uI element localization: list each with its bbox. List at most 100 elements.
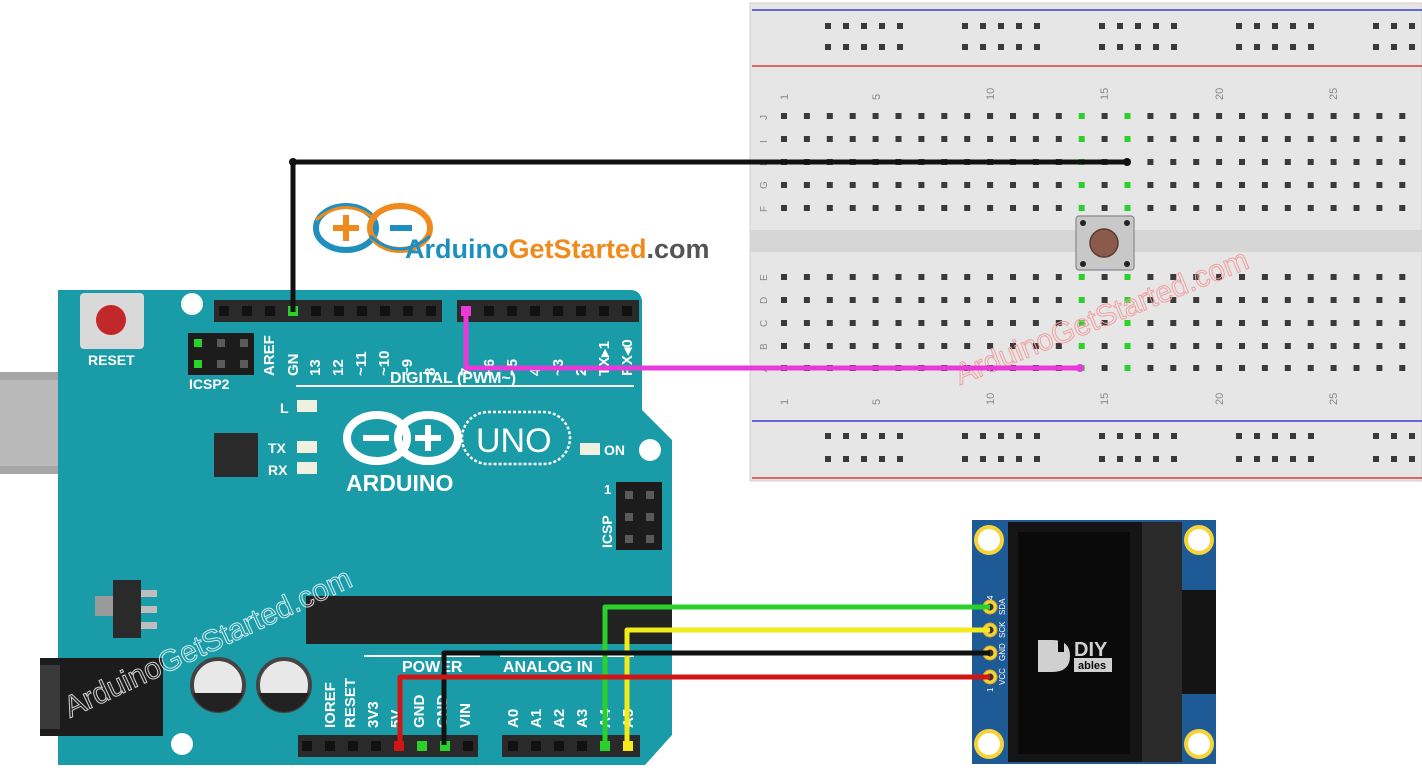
breadboard-hole xyxy=(1078,274,1085,280)
power-header-hole[interactable] xyxy=(394,741,404,751)
breadboard-hole xyxy=(1101,274,1108,280)
breadboard-hole xyxy=(826,113,833,119)
breadboard-hole xyxy=(1307,136,1314,142)
rail-hole xyxy=(980,44,986,50)
breadboard-hole xyxy=(1376,182,1383,188)
breadboard-hole xyxy=(987,205,994,211)
analog-header-hole[interactable] xyxy=(600,741,610,751)
breadboard-hole xyxy=(918,205,925,211)
breadboard-hole xyxy=(1010,182,1016,188)
digital-header-hole[interactable] xyxy=(380,306,390,316)
digital-header-hole[interactable] xyxy=(530,306,540,316)
rail-hole xyxy=(1117,23,1123,29)
breadboard-hole xyxy=(1055,113,1062,119)
breadboard-hole xyxy=(1239,343,1245,349)
digital-header-hole[interactable] xyxy=(311,306,321,316)
breadboard-hole xyxy=(918,343,925,349)
rail-hole xyxy=(1290,44,1296,50)
breadboard-hole xyxy=(895,205,902,211)
rail-hole xyxy=(1272,456,1278,462)
analog-header-hole[interactable] xyxy=(623,741,633,751)
breadboard-hole xyxy=(1216,320,1223,326)
icsp-pin xyxy=(646,535,654,543)
breadboard-hole xyxy=(1078,182,1085,188)
digital-header-hole[interactable] xyxy=(599,306,609,316)
breadboard-hole xyxy=(1032,113,1039,119)
breadboard-hole xyxy=(849,113,856,119)
breadboard-hole xyxy=(1284,182,1291,188)
rail-hole xyxy=(843,433,849,439)
rail-hole xyxy=(897,456,903,462)
power-header-hole[interactable] xyxy=(371,741,381,751)
breadboard-hole xyxy=(941,274,948,280)
breadboard-hole xyxy=(1284,320,1291,326)
breadboard-hole xyxy=(1239,365,1245,371)
breadboard-hole xyxy=(1124,136,1131,142)
breadboard-hole xyxy=(895,320,902,326)
breadboard-hole xyxy=(1307,274,1314,280)
wire-black-gnd-oled xyxy=(441,650,990,745)
breadboard-hole xyxy=(1307,159,1314,165)
push-button[interactable] xyxy=(1075,215,1135,271)
breadboard-hole xyxy=(826,205,833,211)
breadboard-hole xyxy=(1101,365,1108,371)
digital-header-hole[interactable] xyxy=(219,306,229,316)
digital-header-hole[interactable] xyxy=(484,306,494,316)
digital-header-hole[interactable] xyxy=(334,306,344,316)
digital-header-hole[interactable] xyxy=(403,306,413,316)
breadboard-hole xyxy=(1330,182,1337,188)
breadboard-hole xyxy=(1307,320,1314,326)
breadboard-hole xyxy=(1147,136,1154,142)
power-header-hole[interactable] xyxy=(348,741,358,751)
rail-hole xyxy=(879,23,885,29)
led-l-label: L xyxy=(280,400,289,416)
model-label: UNO xyxy=(476,422,552,460)
digital-header-hole[interactable] xyxy=(622,306,632,316)
digital-header-hole[interactable] xyxy=(553,306,563,316)
breadboard-hole xyxy=(964,136,971,142)
oled-pin-number-1: 1 xyxy=(986,687,995,692)
breadboard-hole xyxy=(1170,205,1177,211)
row-letter: G xyxy=(759,181,770,189)
power-header-hole[interactable] xyxy=(463,741,473,751)
breadboard-hole xyxy=(1261,297,1268,303)
breadboard-hole xyxy=(1193,297,1200,303)
breadboard-hole xyxy=(826,182,833,188)
power-header-hole[interactable] xyxy=(325,741,335,751)
breadboard-hole xyxy=(1216,136,1223,142)
breadboard-hole xyxy=(918,297,925,303)
digital-header-hole[interactable] xyxy=(576,306,586,316)
digital-header-hole[interactable] xyxy=(426,306,436,316)
digital-header-hole[interactable] xyxy=(265,306,275,316)
breadboard-hole xyxy=(1193,320,1200,326)
digital-header-hole[interactable] xyxy=(357,306,367,316)
rail-hole xyxy=(1290,456,1296,462)
breadboard-hole xyxy=(918,136,925,142)
rail-hole xyxy=(879,433,885,439)
analog-header-hole[interactable] xyxy=(508,741,518,751)
rail-hole xyxy=(1391,456,1397,462)
analog-header-hole[interactable] xyxy=(531,741,541,751)
breadboard-hole xyxy=(1239,182,1245,188)
breadboard-hole xyxy=(1124,182,1131,188)
rail-hole xyxy=(1373,23,1379,29)
icsp-pin xyxy=(646,513,654,521)
digital-header-hole[interactable] xyxy=(507,306,517,316)
digital-header-hole[interactable] xyxy=(242,306,252,316)
breadboard-hole xyxy=(826,297,833,303)
rail-hole xyxy=(843,23,849,29)
breadboard-hole xyxy=(1353,136,1360,142)
breadboard-hole xyxy=(1147,274,1154,280)
power-header-hole[interactable] xyxy=(417,741,427,751)
oled-pin-label: GND xyxy=(998,643,1007,661)
power-header-hole[interactable] xyxy=(440,741,450,751)
rail-hole xyxy=(1409,433,1415,439)
analog-header-hole[interactable] xyxy=(577,741,587,751)
breadboard-hole xyxy=(1399,205,1406,211)
power-header-hole[interactable] xyxy=(302,741,312,751)
analog-header-hole[interactable] xyxy=(554,741,564,751)
breadboard-hole xyxy=(1376,297,1383,303)
breadboard-hole xyxy=(1147,159,1154,165)
